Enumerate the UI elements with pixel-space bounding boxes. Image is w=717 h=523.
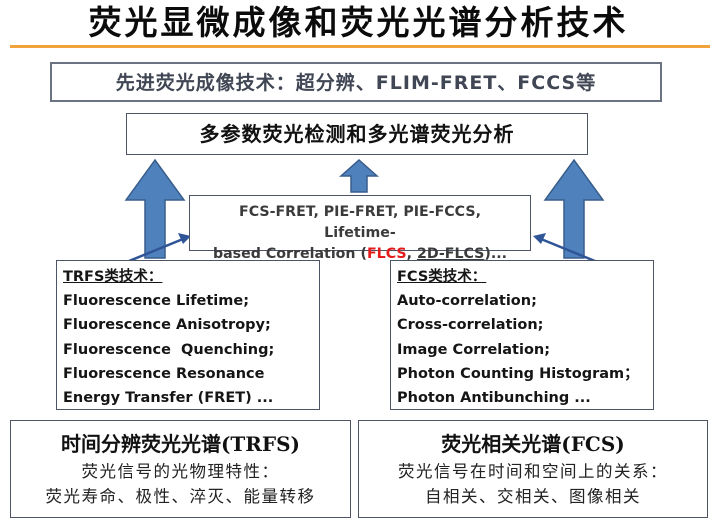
fcs-tech-item: Cross-correlation; bbox=[397, 317, 544, 334]
combined-techniques-line2: based Correlation (FLCS, 2D-FLCS)... bbox=[202, 244, 518, 265]
trfs-summary-box: 时间分辨荧光光谱(TRFS) 荧光信号的光物理特性： 荧光寿命、极性、淬灭、能量… bbox=[10, 420, 351, 518]
fcs-summary-title: 荧光相关光谱(FCS) bbox=[441, 432, 625, 456]
line2-comma: , bbox=[406, 246, 417, 262]
fcs-techniques-box: FCS类技术： Auto-correlation; Cross-correlat… bbox=[390, 260, 654, 410]
combined-techniques-box: FCS-FRET, PIE-FRET, PIE-FCCS, Lifetime- … bbox=[189, 195, 531, 262]
flcs-highlight: FLCS bbox=[366, 246, 407, 262]
fcs-tech-heading: FCS类技术： bbox=[397, 269, 487, 285]
left-up-arrow bbox=[124, 158, 186, 259]
right-diagonal-arrowhead bbox=[533, 233, 546, 244]
trfs-summary-line: 荧光寿命、极性、淬灭、能量转移 bbox=[45, 487, 316, 506]
trfs-techniques-box: TRFS类技术： Fluorescence Lifetime; Fluoresc… bbox=[56, 260, 320, 410]
left-diagonal-arrowhead bbox=[178, 233, 191, 244]
fcs-tech-item: Auto-correlation; bbox=[397, 293, 537, 310]
fcs-summary-line: 荧光信号在时间和空间上的关系： bbox=[398, 462, 668, 481]
fcs-tech-item: Image Correlation; bbox=[397, 341, 551, 358]
multiparameter-analysis-box: 多参数荧光检测和多光谱荧光分析 bbox=[126, 113, 588, 155]
trfs-summary-title: 时间分辨荧光光谱(TRFS) bbox=[60, 432, 301, 456]
fcs-tech-item: Photon Antibunching ... bbox=[397, 390, 591, 407]
trfs-tech-item: Fluorescence Resonance bbox=[63, 365, 265, 382]
page-title: 荧光显微成像和荧光光谱分析技术 bbox=[88, 3, 629, 42]
advanced-imaging-box: 先进荧光成像技术：超分辨、FLIM-FRET、FCCS等 bbox=[50, 62, 662, 102]
combined-techniques-line1: FCS-FRET, PIE-FRET, PIE-FCCS, Lifetime- bbox=[239, 204, 481, 241]
2d-flcs-label: 2D-FLCS bbox=[416, 246, 485, 262]
fcs-summary-box: 荧光相关光谱(FCS) 荧光信号在时间和空间上的关系： 自相关、交相关、图像相关 bbox=[358, 420, 708, 518]
trfs-tech-item: Fluorescence Anisotropy; bbox=[63, 317, 271, 334]
trfs-summary-line: 荧光信号的光物理特性： bbox=[81, 462, 280, 481]
fcs-summary-line: 自相关、交相关、图像相关 bbox=[425, 487, 641, 506]
trfs-tech-item: Fluorescence Lifetime; bbox=[63, 293, 250, 310]
line2-suffix: )... bbox=[484, 246, 508, 262]
center-up-arrow bbox=[339, 158, 379, 193]
trfs-tech-heading: TRFS类技术： bbox=[63, 269, 163, 285]
trfs-tech-item: Fluorescence Quenching; bbox=[63, 341, 275, 358]
line2-prefix: based Correlation ( bbox=[212, 246, 367, 262]
title-underline bbox=[10, 45, 710, 48]
right-up-arrow bbox=[543, 158, 605, 259]
fcs-tech-item: Photon Counting Histogram； bbox=[397, 365, 639, 382]
trfs-tech-item: Energy Transfer (FRET) ... bbox=[63, 390, 274, 407]
